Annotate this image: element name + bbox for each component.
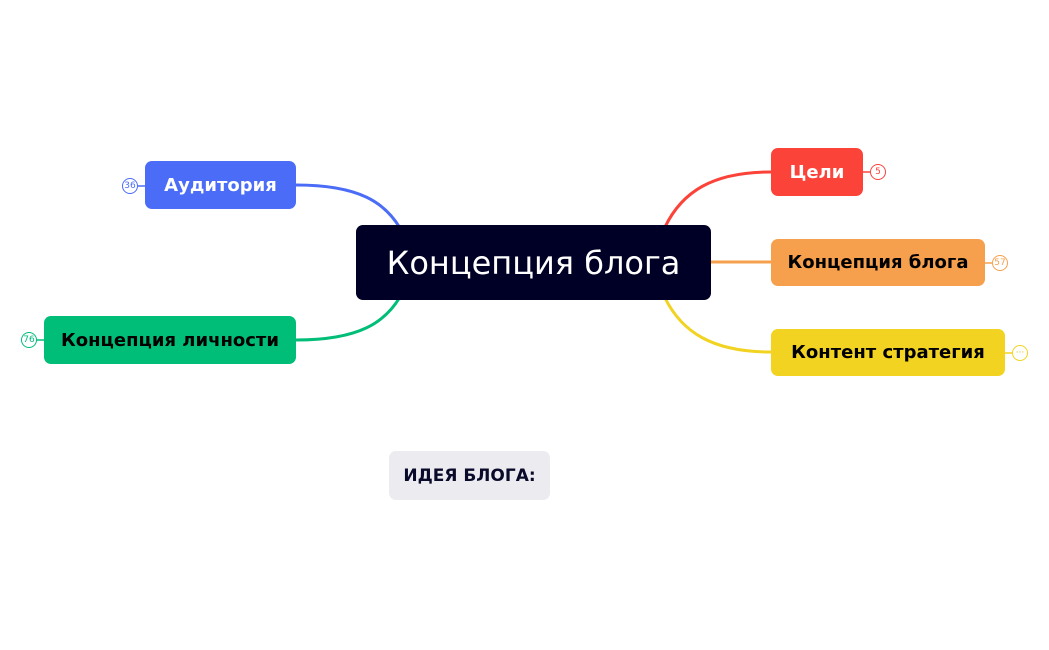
floating-topic-note[interactable]: ИДЕЯ БЛОГА:: [389, 451, 550, 500]
branch-lichnost[interactable]: Концепция личности: [44, 316, 296, 364]
collapse-count-badge[interactable]: 76: [21, 332, 37, 348]
link-auditoria: [295, 183, 402, 229]
link-lichnost: [295, 296, 402, 342]
expand-more-icon[interactable]: ···: [1012, 345, 1028, 361]
branch-auditoria[interactable]: Аудитория: [145, 161, 296, 209]
link-kontent: [663, 297, 772, 354]
collapse-count-badge[interactable]: 57: [992, 255, 1008, 271]
root-node[interactable]: Концепция блога: [356, 225, 711, 300]
branch-celi[interactable]: Цели: [771, 148, 863, 196]
branch-kontent-strategiya[interactable]: Контент стратегия: [771, 329, 1005, 376]
collapse-count-badge[interactable]: 5: [870, 164, 886, 180]
branch-koncepciya-bloga[interactable]: Концепция блога: [771, 239, 985, 286]
link-celi: [663, 170, 772, 228]
collapse-count-badge[interactable]: 36: [122, 178, 138, 194]
